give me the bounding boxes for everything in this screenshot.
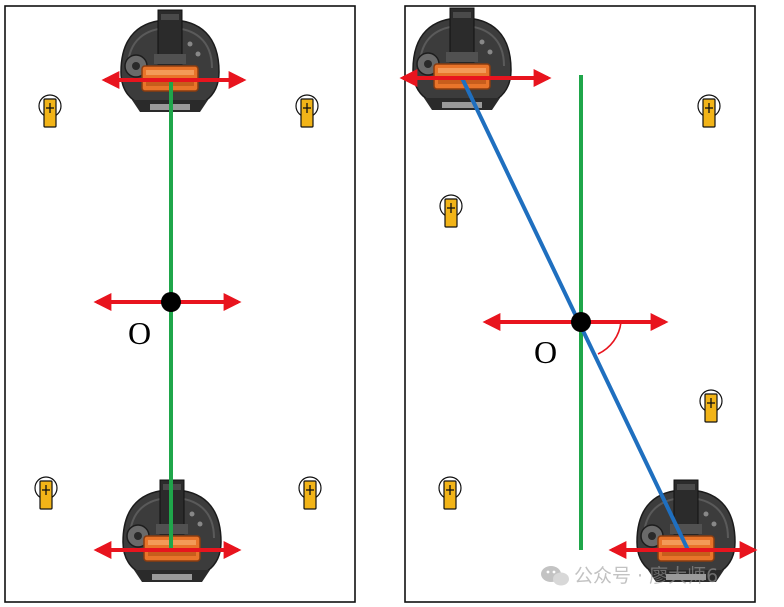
center-label: O bbox=[534, 334, 557, 370]
center-label: O bbox=[128, 315, 151, 351]
left-panel: O bbox=[4, 5, 356, 603]
rotation-center-dot bbox=[571, 312, 591, 332]
rotation-center-dot bbox=[161, 292, 181, 312]
wechat-icon bbox=[541, 566, 569, 586]
watermark: 公众号 · 廖大师6 bbox=[541, 565, 718, 587]
rotation-angle-arc bbox=[597, 321, 622, 355]
watermark-text: 公众号 · 廖大师6 bbox=[574, 565, 718, 587]
right-panel: O bbox=[399, 5, 758, 603]
